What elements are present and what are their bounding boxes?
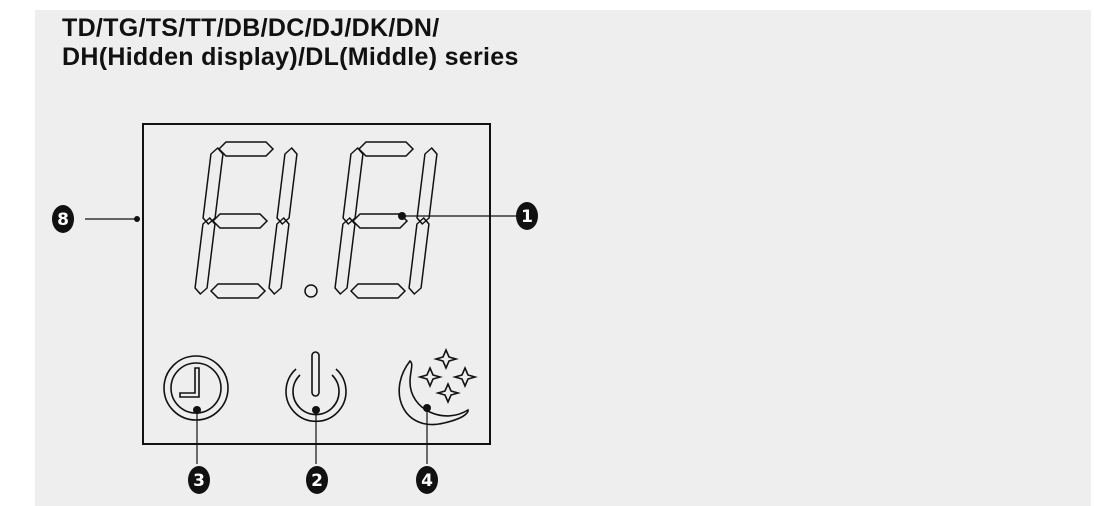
callout-badge-8: 8 — [52, 205, 74, 233]
callout-badge-2: 2 — [306, 466, 328, 494]
leader-lines — [85, 215, 516, 464]
callout-badge-3: 3 — [188, 466, 210, 494]
seven-segment-digit-1 — [193, 141, 299, 299]
callout-label-4: 4 — [421, 471, 433, 491]
moon-stars-icon — [398, 347, 478, 426]
callout-badge-1: 1 — [516, 202, 538, 230]
title-line-2: DH(Hidden display)/DL(Middle) series — [62, 43, 519, 71]
callout-label-2: 2 — [311, 471, 323, 491]
callout-badge-4: 4 — [416, 466, 438, 494]
callout-label-3: 3 — [193, 471, 205, 491]
callout-label-1: 1 — [521, 207, 533, 227]
decimal-point — [304, 284, 318, 298]
seven-segment-digit-2 — [333, 141, 439, 299]
callout-label-8: 8 — [57, 210, 69, 230]
leader-dots — [134, 212, 431, 414]
page-title: TD/TG/TS/TT/DB/DC/DJ/DK/DN/ DH(Hidden di… — [62, 14, 519, 72]
title-line-1: TD/TG/TS/TT/DB/DC/DJ/DK/DN/ — [62, 14, 440, 42]
